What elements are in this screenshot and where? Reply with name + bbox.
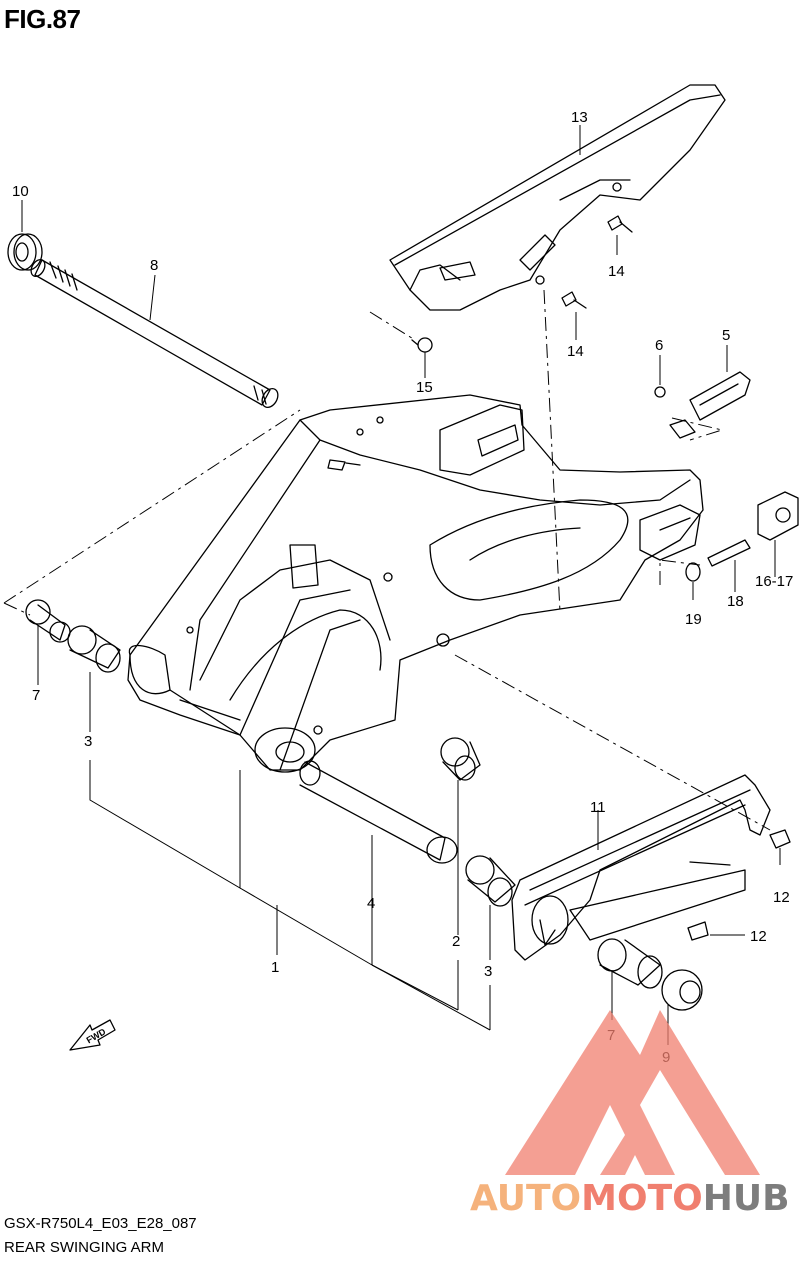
pivot-nut-right — [661, 969, 703, 1011]
callout-16-17: 16-17 — [755, 573, 793, 590]
callout-5: 5 — [722, 327, 730, 344]
fwd-arrow — [69, 1019, 116, 1051]
callout-3-left: 3 — [84, 733, 92, 750]
cover-bolt-lower — [561, 291, 587, 309]
callout-19: 19 — [685, 611, 702, 628]
adjuster-washer — [685, 562, 701, 582]
guide-plate — [689, 371, 751, 421]
watermark-hub: HUB — [702, 1178, 790, 1219]
pivot-collar — [299, 760, 458, 864]
callout-18: 18 — [727, 593, 744, 610]
callout-15: 15 — [416, 379, 433, 396]
needle-bearing — [440, 737, 481, 781]
chain-cover — [389, 84, 726, 311]
adjuster-bolt — [707, 539, 751, 567]
chain-adjuster-block — [757, 491, 799, 541]
callout-2: 2 — [452, 933, 460, 950]
callout-3-right: 3 — [484, 963, 492, 980]
swingarm-body — [127, 394, 704, 773]
chain-buffer — [511, 774, 771, 961]
callout-13: 13 — [571, 109, 588, 126]
watermark-moto: MOTO — [581, 1178, 703, 1219]
watermark-text: AUTOMOTOHUB — [470, 1178, 790, 1219]
callout-8: 8 — [150, 257, 158, 274]
callout-10: 10 — [12, 183, 29, 200]
plate-tab — [669, 419, 696, 439]
watermark-logo — [505, 1010, 760, 1175]
guide-bolt — [654, 386, 666, 398]
spacer-left — [25, 599, 71, 643]
figure-name: REAR SWINGING ARM — [4, 1239, 165, 1256]
buffer-bolt-lower — [687, 921, 709, 941]
figure-code: GSX-R750L4_E03_E28_087 — [4, 1215, 197, 1232]
buffer-bolt-upper — [769, 829, 791, 849]
callout-12-upper: 12 — [773, 889, 790, 906]
cover-bolt-upper — [607, 215, 633, 233]
callout-7-left: 7 — [32, 687, 40, 704]
bearing-right — [465, 855, 516, 907]
pivot-nut — [7, 233, 43, 271]
pivot-shaft — [30, 258, 279, 408]
bearing-left — [67, 625, 121, 673]
callout-labels: 10 8 13 14 14 15 6 5 19 18 16-17 7 3 4 1… — [12, 109, 793, 1066]
watermark-auto: AUTO — [470, 1178, 582, 1219]
callout-4: 4 — [367, 895, 375, 912]
clip — [411, 337, 433, 353]
callout-11: 11 — [590, 799, 606, 816]
spacer-right — [597, 938, 663, 989]
callout-12-lower: 12 — [750, 928, 767, 945]
callout-14-lower: 14 — [567, 343, 584, 360]
callout-6: 6 — [655, 337, 663, 354]
callout-1: 1 — [271, 959, 279, 976]
callout-14-upper: 14 — [608, 263, 625, 280]
figure-title: FIG.87 — [4, 4, 81, 34]
